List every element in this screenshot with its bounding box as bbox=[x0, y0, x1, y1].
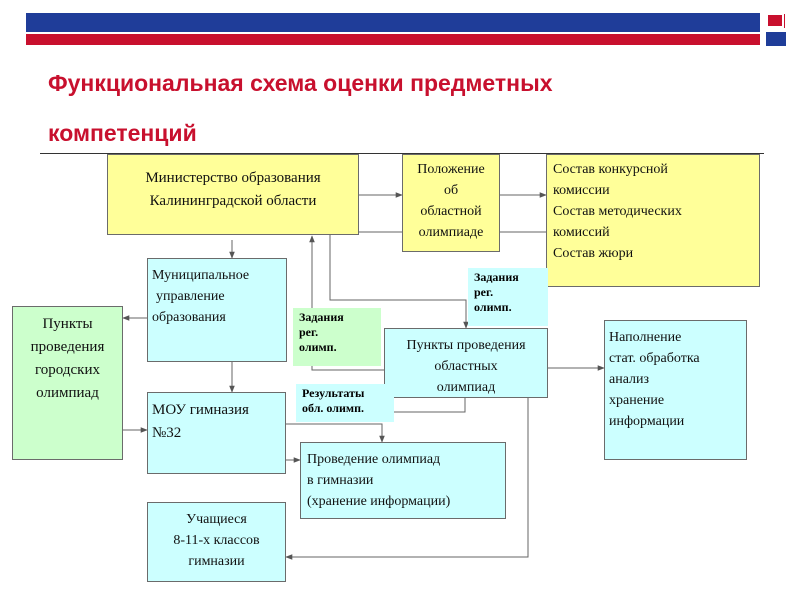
ministry-box: Министерство образования Калининградской… bbox=[107, 154, 359, 235]
corner-square-blue bbox=[766, 32, 786, 46]
title-divider bbox=[40, 153, 764, 154]
line-regional-gymnasium bbox=[394, 398, 466, 413]
city-points-box: Пункты проведения городских олимпиад bbox=[12, 306, 123, 460]
regulation-box: Положение об областной олимпиаде bbox=[402, 154, 500, 252]
regional-points-box: Пункты проведения областных олимпиад bbox=[384, 328, 548, 398]
tag-tasks-top: Задания рег. олимп. bbox=[468, 268, 548, 326]
conducting-box: Проведение олимпиад в гимназии (хранение… bbox=[300, 442, 506, 519]
commissions-box: Состав конкурсной комиссии Состав методи… bbox=[546, 154, 760, 287]
corner-square-outline bbox=[766, 13, 784, 28]
arrow-results-conducting bbox=[286, 423, 385, 443]
processing-box: Наполнение стат. обработка анализ хранен… bbox=[604, 320, 747, 460]
arrow-regional-students bbox=[285, 398, 529, 560]
arrow-regional-ministry bbox=[309, 235, 384, 371]
students-box: Учащиеся 8-11-х классов гимназии bbox=[147, 502, 286, 582]
tag-results: Результаты обл. олимп. bbox=[296, 384, 394, 422]
municipal-box: Муниципальное управление образования bbox=[147, 258, 287, 362]
page-title: Функциональная схема оценки предметных к… bbox=[48, 70, 553, 146]
arrow-ministry-regional bbox=[329, 234, 469, 329]
gymnasium-box: МОУ гимназия №32 bbox=[147, 392, 286, 474]
header-bar-blue bbox=[26, 13, 760, 32]
tag-tasks-mid: Задания рег. олимп. bbox=[293, 308, 381, 366]
header-bar-red bbox=[26, 34, 760, 45]
